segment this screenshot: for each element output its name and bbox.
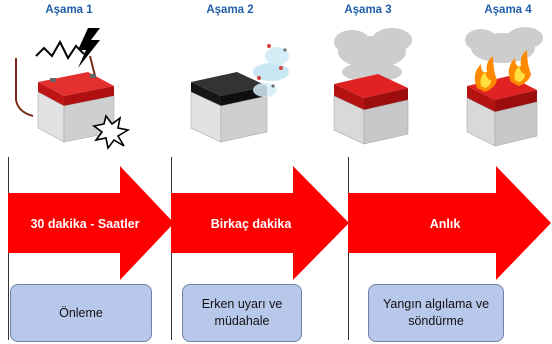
stage-3-duration-label: Anlık bbox=[429, 217, 461, 231]
stage-3-action-label: Yangın algılama ve söndürme bbox=[382, 297, 490, 328]
flame-icon bbox=[474, 56, 497, 92]
stage-3-action-box: Yangın algılama ve söndürme bbox=[368, 284, 504, 342]
stage-2-action-label: Erken uyarı ve müdahale bbox=[201, 297, 283, 328]
stage-3-title: Aşama 3 bbox=[344, 4, 392, 16]
stage-1-arrow bbox=[8, 166, 174, 280]
stage-1-battery-illustration bbox=[15, 28, 131, 150]
stage-4-battery-illustration bbox=[465, 27, 543, 147]
stage-4-title: Aşama 4 bbox=[484, 4, 532, 16]
stage-3-battery-illustration bbox=[333, 28, 412, 145]
stage-2-duration-label: Birkaç dakika bbox=[210, 217, 292, 231]
electric-waveform-icon bbox=[35, 39, 85, 60]
stage-1-action-box: Önleme bbox=[10, 284, 152, 342]
stage-3-arrow bbox=[348, 166, 551, 280]
stage-2-title: Aşama 2 bbox=[206, 4, 254, 16]
gas-vapor-icon bbox=[253, 44, 289, 97]
stage-2-arrow bbox=[171, 166, 349, 280]
stage-1-duration-label: 30 dakika - Saatler bbox=[30, 217, 140, 231]
stage-2-action-box: Erken uyarı ve müdahale bbox=[182, 284, 302, 342]
stage-1-title: Aşama 1 bbox=[45, 4, 93, 16]
charger-cable-icon bbox=[15, 58, 34, 117]
stage-1-action-label: Önleme bbox=[59, 305, 103, 320]
stage-2-battery-illustration bbox=[190, 44, 289, 143]
flame-icon-2 bbox=[508, 50, 531, 86]
spark-burst-icon bbox=[92, 114, 131, 150]
smoke-icon bbox=[334, 28, 412, 82]
lightning-bolt-icon bbox=[78, 28, 100, 68]
